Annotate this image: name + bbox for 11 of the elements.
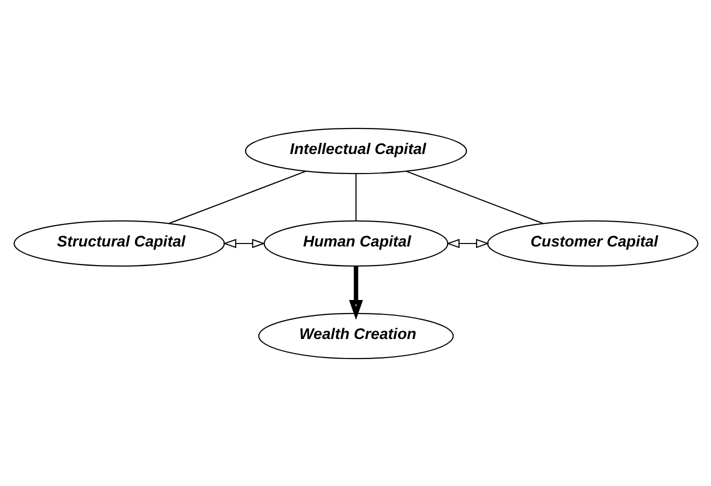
arrow [348, 266, 362, 320]
arrow [222, 238, 265, 248]
node-ellipse: Customer Capital [486, 220, 698, 266]
arrow [446, 238, 489, 248]
connector [168, 170, 306, 224]
node-ellipse: Wealth Creation [258, 312, 454, 359]
node-ellipse: Structural Capital [13, 220, 224, 266]
node-ellipse: Intellectual Capital [244, 127, 467, 174]
connector [406, 170, 543, 224]
node-ellipse: Human Capital [263, 220, 448, 266]
connector [354, 173, 356, 220]
